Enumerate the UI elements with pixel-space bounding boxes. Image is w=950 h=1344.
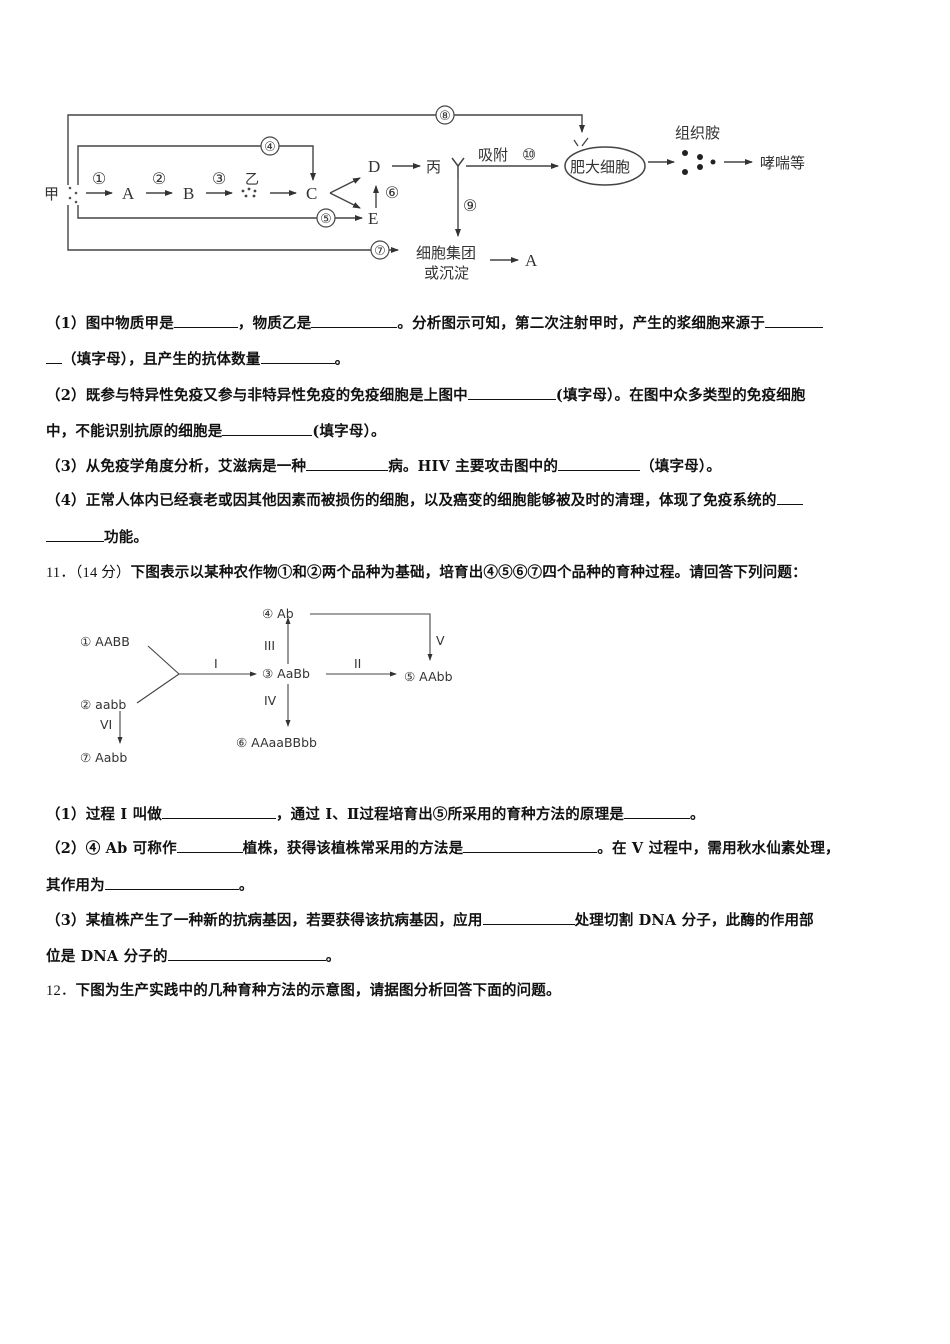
answer-blank[interactable] [463,838,598,853]
step-3: ③ [212,169,226,188]
immune-process-diagram: ⑧ ④ ⑤ ⑦ ① ② ③ ⑥ ⑨ ⑩ 甲 A B 乙 C D E 丙 吸附 肥… [44,105,805,282]
antibody-icon [451,157,465,178]
process-I: I [214,656,218,671]
q10-part4-line1: （4）正常人体内已经衰老或因其他因素而被损伤的细胞，以及癌变的细胞能够被及时的清… [46,489,803,510]
node-asthma: 哮喘等 [760,154,805,172]
process-III: III [264,638,275,653]
q12-stem: 12．下图为生产实践中的几种育种方法的示意图，请据图分析回答下面的问题。 [46,982,561,999]
answer-blank[interactable] [46,349,62,364]
variety-4: ④ Ab [262,606,294,621]
q11-part2-line1: （2）④ Ab 可称作植株，获得该植株常采用的方法是。在 V 过程中，需用秋水仙… [46,838,840,857]
q10-part2-line1: （2）既参与特异性免疫又参与非特异性免疫的免疫细胞是上图中(填字母）。在图中众多… [46,385,806,404]
q10-part1-line1: （1）图中物质甲是，物质乙是。分析图示可知，第二次注射甲时，产生的浆细胞来源于 [46,312,823,333]
bound-antibody-icon [573,137,589,147]
node-C: C [306,184,317,203]
antigen-dots-icon [68,186,78,204]
histamine-dots-icon [682,150,716,175]
variety-7: ⑦ Aabb [80,750,127,765]
q11-part2-line2: 其作用为。 [46,875,254,894]
process-V: V [436,633,445,648]
answer-blank[interactable] [306,456,389,471]
step-10: ⑩ [522,145,536,164]
q11-part3-line1: （3）某植株产生了一种新的抗病基因，若要获得该抗病基因，应用处理切割 DNA 分… [46,910,814,929]
answer-blank[interactable] [311,313,398,328]
step-5: ⑤ [320,212,332,227]
answer-blank[interactable] [482,910,575,925]
answer-blank[interactable] [161,804,276,819]
node-D: D [368,157,380,176]
process-II: II [354,656,361,671]
node-bing: 丙 [426,158,441,176]
process-VI: VI [100,717,112,732]
answer-blank[interactable] [764,313,823,328]
answer-blank[interactable] [46,527,104,542]
node-yi: 乙 [245,172,259,188]
node-E: E [368,209,378,228]
answer-blank[interactable] [104,875,239,890]
node-cluster-1: 细胞集团 [416,244,476,262]
process-IV: IV [264,693,277,708]
node-A: A [122,184,135,203]
node-A-end: A [525,251,538,270]
question-number: 11． [46,565,76,581]
label-histamine: 组织胺 [675,124,720,142]
step-9: ⑨ [463,196,477,215]
question-score: （14 分） [75,565,131,581]
variety-2: ② aabb [80,697,126,712]
q10-part1-line2: （填字母），且产生的抗体数量。 [46,348,349,369]
step-6: ⑥ [385,183,399,202]
question-number: 12． [46,983,76,999]
answer-blank[interactable] [176,838,243,853]
step-8: ⑧ [439,109,451,124]
answer-blank[interactable] [222,421,313,436]
answer-blank[interactable] [260,349,335,364]
answer-blank[interactable] [173,313,238,328]
variety-5: ⑤ AAbb [404,669,453,684]
node-cluster-2: 或沉淀 [424,264,469,282]
step-2: ② [152,169,166,188]
answer-blank[interactable] [167,946,326,961]
answer-blank[interactable] [558,456,641,471]
variety-6: ⑥ AAaaBBbb [236,735,317,750]
step-4: ④ [264,140,276,155]
answer-blank[interactable] [624,804,691,819]
answer-blank[interactable] [776,490,803,505]
answer-blank[interactable] [467,385,556,400]
mast-cell-ellipse [564,146,646,186]
variety-1: ① AABB [80,634,130,649]
substance-yi-dots-icon [241,187,257,198]
q11-part3-line2: 位是 DNA 分子的。 [46,946,341,965]
q11-part1: （1）过程 I 叫做，通过 I、Ⅱ过程培育出⑤所采用的育种方法的原理是。 [46,804,705,823]
step-7: ⑦ [374,244,386,259]
q11-stem: 11．（14 分）下图表示以某种农作物①和②两个品种为基础，培育出④⑤⑥⑦四个品… [46,564,807,581]
node-B: B [183,184,194,203]
node-mast-cell: 肥大细胞 [570,158,630,176]
node-jia: 甲 [44,185,59,203]
q10-part2-line2: 中，不能识别抗原的细胞是(填字母）。 [46,421,386,440]
breeding-process-diagram: ① AABB ② aabb ③ AaBb ④ Ab ⑤ AAbb ⑥ AAaaB… [80,606,453,765]
variety-3: ③ AaBb [262,666,310,681]
q10-part3: （3）从免疫学角度分析，艾滋病是一种病。HIV 主要攻击图中的（填字母）。 [46,456,722,475]
label-adsorb: 吸附 [478,146,508,164]
q10-part4-line2: 功能。 [46,526,148,547]
step-1: ① [92,169,106,188]
